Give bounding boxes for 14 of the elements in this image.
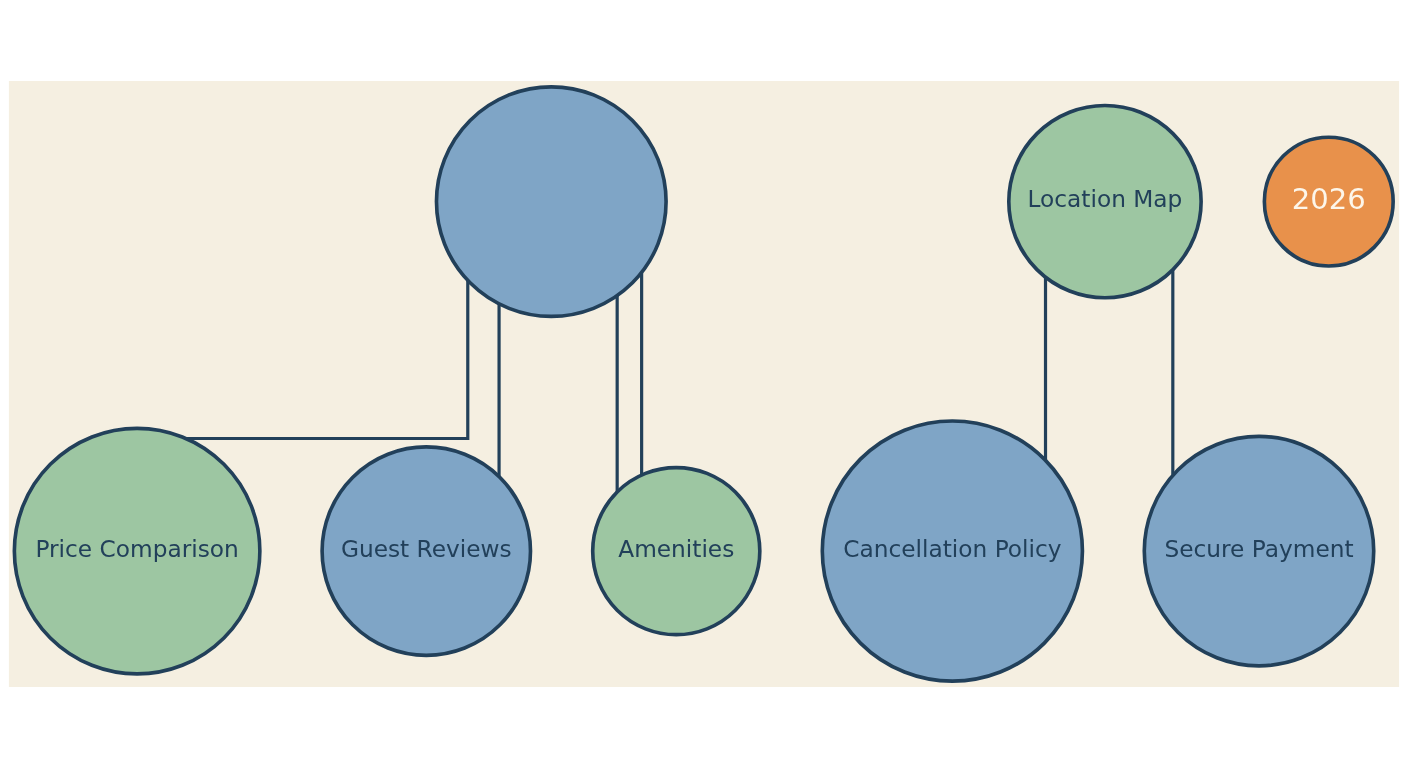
- node-circle: Price Comparison: [12, 426, 262, 676]
- node-circle: Amenities: [590, 465, 762, 637]
- node-circle: Secure Payment: [1142, 434, 1376, 668]
- node-circle: Guest Reviews: [320, 445, 533, 658]
- node-circle: 2026: [1262, 135, 1395, 268]
- node-circle: Cancellation Policy: [820, 419, 1085, 683]
- connector: [640, 272, 644, 475]
- connector: [1171, 270, 1175, 475]
- connector: [1043, 277, 1048, 461]
- node-circle: [434, 85, 668, 319]
- connector: [615, 295, 619, 492]
- connector: [185, 280, 470, 441]
- node-circle: Location Map: [1007, 103, 1203, 300]
- connector: [497, 304, 501, 477]
